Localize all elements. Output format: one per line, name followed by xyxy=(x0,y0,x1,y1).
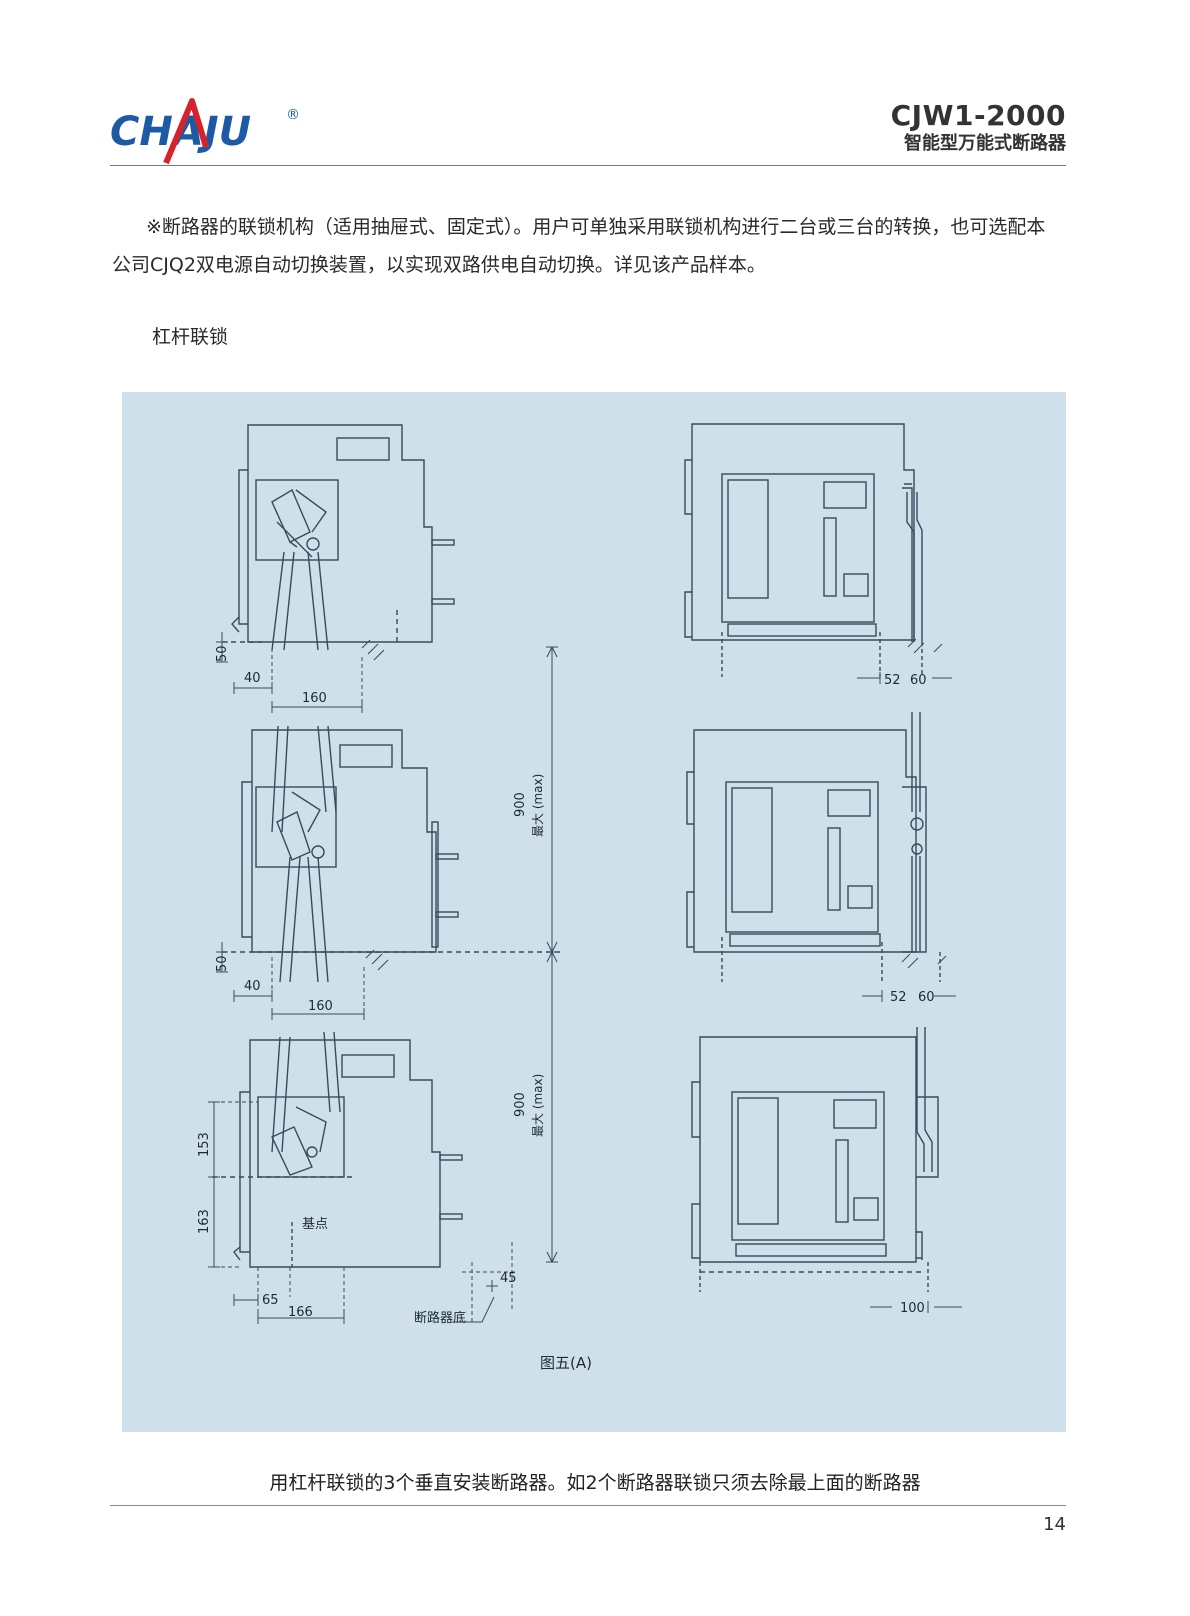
left-breaker-2 xyxy=(222,725,562,983)
dim-52-mid: 52 xyxy=(890,990,907,1005)
left-breaker-1 xyxy=(222,424,455,661)
header-divider xyxy=(110,165,1066,166)
right-breaker-2-dims xyxy=(862,953,956,1002)
intro-paragraph: ※断路器的联锁机构（适用抽屉式、固定式）。用户可单独采用联锁机构进行二台或三台的… xyxy=(112,216,1046,276)
dim-900-upper: 900 xyxy=(513,792,528,817)
dim-65: 65 xyxy=(262,1293,279,1308)
dim-60-top: 60 xyxy=(910,673,927,688)
ref-point-label: 基点 xyxy=(302,1217,328,1232)
right-breaker-1 xyxy=(684,423,923,677)
dim-160-top: 160 xyxy=(302,691,327,706)
dim-153: 153 xyxy=(197,1132,212,1157)
right-breaker-3-dims xyxy=(870,1301,962,1313)
dim-45: 45 xyxy=(500,1271,517,1286)
dim-160-mid: 160 xyxy=(308,999,333,1014)
dim-40-mid: 40 xyxy=(244,979,261,994)
right-breaker-1-dims xyxy=(857,638,952,684)
lever-interlock-figure: 50 40 160 50 40 xyxy=(122,392,1066,1432)
dim-163: 163 xyxy=(197,1209,212,1234)
model-number: CJW1-2000 xyxy=(890,99,1066,132)
dim-166: 166 xyxy=(288,1305,313,1320)
dim-900-lower: 900 xyxy=(513,1092,528,1117)
dim-52-top: 52 xyxy=(884,673,901,688)
right-breaker-2 xyxy=(686,712,941,982)
product-name: 智能型万能式断路器 xyxy=(904,133,1066,154)
left-breaker-2-dims xyxy=(216,942,365,1020)
header-model-block: CJW1-2000 智能型万能式断路器 xyxy=(891,100,1066,156)
page-number: 14 xyxy=(1043,1514,1066,1535)
logo-accent-mark xyxy=(163,98,209,165)
dim-50-top: 50 xyxy=(215,645,230,662)
dim-50-mid: 50 xyxy=(215,955,230,972)
right-breaker-3 xyxy=(691,1027,939,1292)
left-breaker-3 xyxy=(212,1031,463,1268)
dim-60-mid: 60 xyxy=(918,990,935,1005)
chaju-logo: CHAJU ® xyxy=(110,95,310,170)
dim-max-upper: 最大 (max) xyxy=(531,774,545,837)
dim-100: 100 xyxy=(900,1301,925,1316)
breaker-bottom-label: 断路器底 xyxy=(414,1310,466,1326)
section-subheading: 杠杆联锁 xyxy=(152,326,229,348)
left-breaker-1-dims xyxy=(216,632,363,713)
registered-mark: ® xyxy=(286,107,300,123)
dim-max-lower: 最大 (max) xyxy=(531,1074,545,1137)
footer-divider xyxy=(110,1505,1066,1506)
figure-caption: 用杠杆联锁的3个垂直安装断路器。如2个断路器联锁只须去除最上面的断路器 xyxy=(269,1472,921,1494)
dim-900-lines xyxy=(546,646,558,1263)
left-breaker-3-dims xyxy=(208,1101,517,1324)
figure-label: 图五(A) xyxy=(540,1354,592,1372)
dim-40-top: 40 xyxy=(244,671,261,686)
